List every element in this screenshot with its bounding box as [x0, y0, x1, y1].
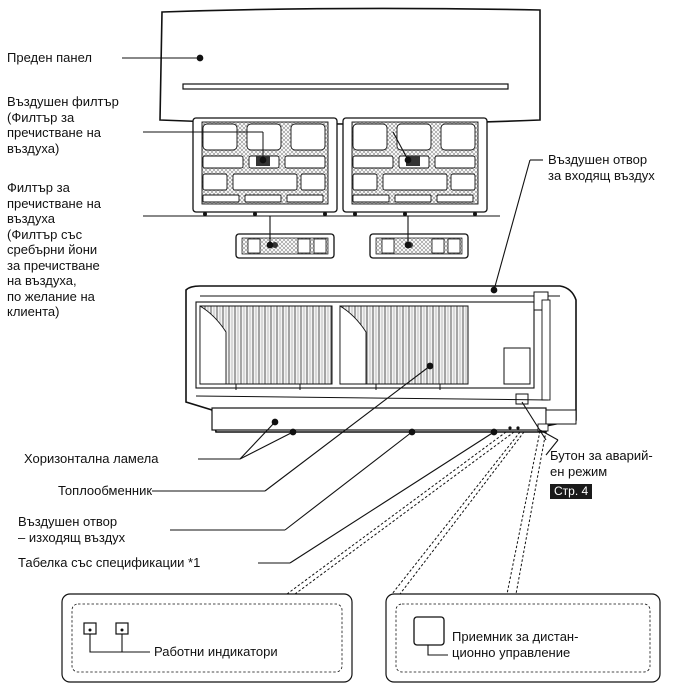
label-air-filter: Въздушен филтър (Филтър за пречистване н… — [7, 94, 119, 156]
label-air-outlet-line: Въздушен отвор — [18, 514, 118, 529]
label-air-filter-line: (Филтър за — [7, 109, 75, 125]
label-air-inlet: Въздушен отвор за входящ въздух — [548, 152, 655, 183]
label-purify-line: за пречистване — [7, 257, 100, 273]
label-purify-line: Филтър за — [7, 180, 70, 195]
detail-box-indicators — [61, 593, 353, 683]
front-panel — [159, 7, 541, 125]
label-air-filter-line: пречистване на — [7, 125, 101, 140]
label-spec-plate: Табелка със спецификации *1 — [18, 555, 201, 570]
air-filter-left — [192, 117, 338, 216]
label-air-filter-line: въздуха) — [7, 140, 60, 156]
detail-box-receiver — [385, 593, 661, 683]
label-air-inlet-line: Въздушен отвор — [548, 152, 648, 167]
purification-filter-right — [369, 233, 469, 259]
label-purify-line: по желание на — [7, 288, 95, 304]
label-purify-line: на въздуха, — [7, 273, 77, 288]
label-remote-receiver: Приемник за дистан- ционно управление — [452, 629, 578, 660]
label-remote-receiver-line: Приемник за дистан- — [452, 629, 579, 644]
label-purification-filter: Филтър за пречистване на въздуха (Филтър… — [7, 180, 101, 320]
label-air-outlet: Въздушен отвор – изходящ въздух — [18, 514, 125, 545]
label-air-inlet-line: за входящ въздух — [548, 167, 655, 183]
page-reference-badge: Стр. 4 — [550, 484, 593, 499]
label-purify-line: пречистване на — [7, 195, 101, 211]
label-operation-indicators: Работни индикатори — [154, 644, 278, 659]
label-emergency-line: ен режим — [550, 463, 608, 479]
label-purify-line: (Филтър със — [7, 226, 83, 242]
label-remote-receiver-line: ционно управление — [452, 644, 571, 660]
label-horizontal-vane: Хоризонтална ламела — [24, 451, 159, 466]
purification-filter-left — [235, 233, 335, 259]
label-heat-exchanger: Топлообменник — [58, 483, 153, 498]
label-purify-line: клиента) — [7, 304, 60, 319]
label-purify-line: сребърни йони — [7, 242, 98, 257]
leader-lines — [122, 54, 559, 564]
label-air-filter-line: Въздушен филтър — [7, 94, 119, 109]
label-emergency-button: Бутон за аварий- ен режим — [550, 448, 653, 479]
callout-dashes — [286, 430, 547, 595]
label-front-panel: Преден панел — [7, 50, 92, 65]
label-air-outlet-line: – изходящ въздух — [18, 529, 126, 545]
air-filter-right — [342, 117, 488, 216]
label-emergency-line: Бутон за аварий- — [550, 448, 653, 463]
indoor-unit-body — [185, 285, 577, 433]
label-purify-line: въздуха — [7, 211, 55, 226]
